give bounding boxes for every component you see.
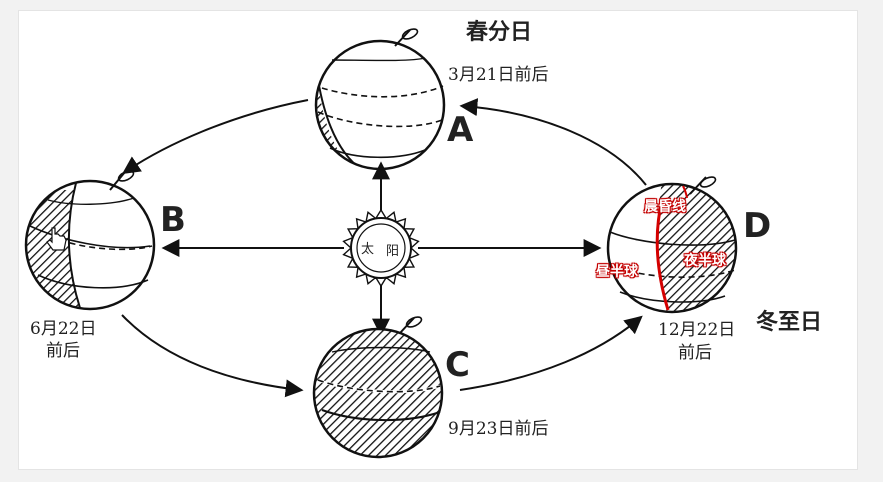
night-hemisphere-label: 夜半球 <box>684 253 726 269</box>
terminator-label: 晨昏线 <box>644 199 686 215</box>
sun-label-1: 太 <box>361 242 375 257</box>
earth-d <box>606 176 738 314</box>
hand-cursor-icon <box>46 227 67 251</box>
letter-b: B <box>160 200 186 240</box>
solstice-title: 冬至日 <box>756 310 823 335</box>
earth-a <box>314 28 446 171</box>
equinox-title: 春分日 <box>466 20 533 45</box>
orbit-arc-d-to-a <box>459 98 647 186</box>
orbit-arc-b-to-c <box>121 314 304 398</box>
letter-d: D <box>743 206 772 246</box>
date-d-line2: 前后 <box>678 343 712 363</box>
earth-b <box>24 170 156 311</box>
date-b-line2: 前后 <box>46 341 80 361</box>
letter-c: C <box>445 345 470 385</box>
date-b-line1: 6月22日 <box>30 319 97 339</box>
sun-icon <box>342 208 420 288</box>
date-d-line1: 12月22日 <box>658 320 736 340</box>
orbit-arc-c-to-d <box>459 315 643 391</box>
terminator-line <box>655 199 670 311</box>
orbit-arc-a-to-b <box>122 99 309 175</box>
day-hemisphere-label: 昼半球 <box>596 264 638 280</box>
date-c: 9月23日前后 <box>448 419 549 439</box>
earth-c <box>312 316 444 459</box>
date-a: 3月21日前后 <box>448 65 549 85</box>
sun-label-2: 阳 <box>386 244 400 259</box>
letter-a: A <box>447 110 474 150</box>
